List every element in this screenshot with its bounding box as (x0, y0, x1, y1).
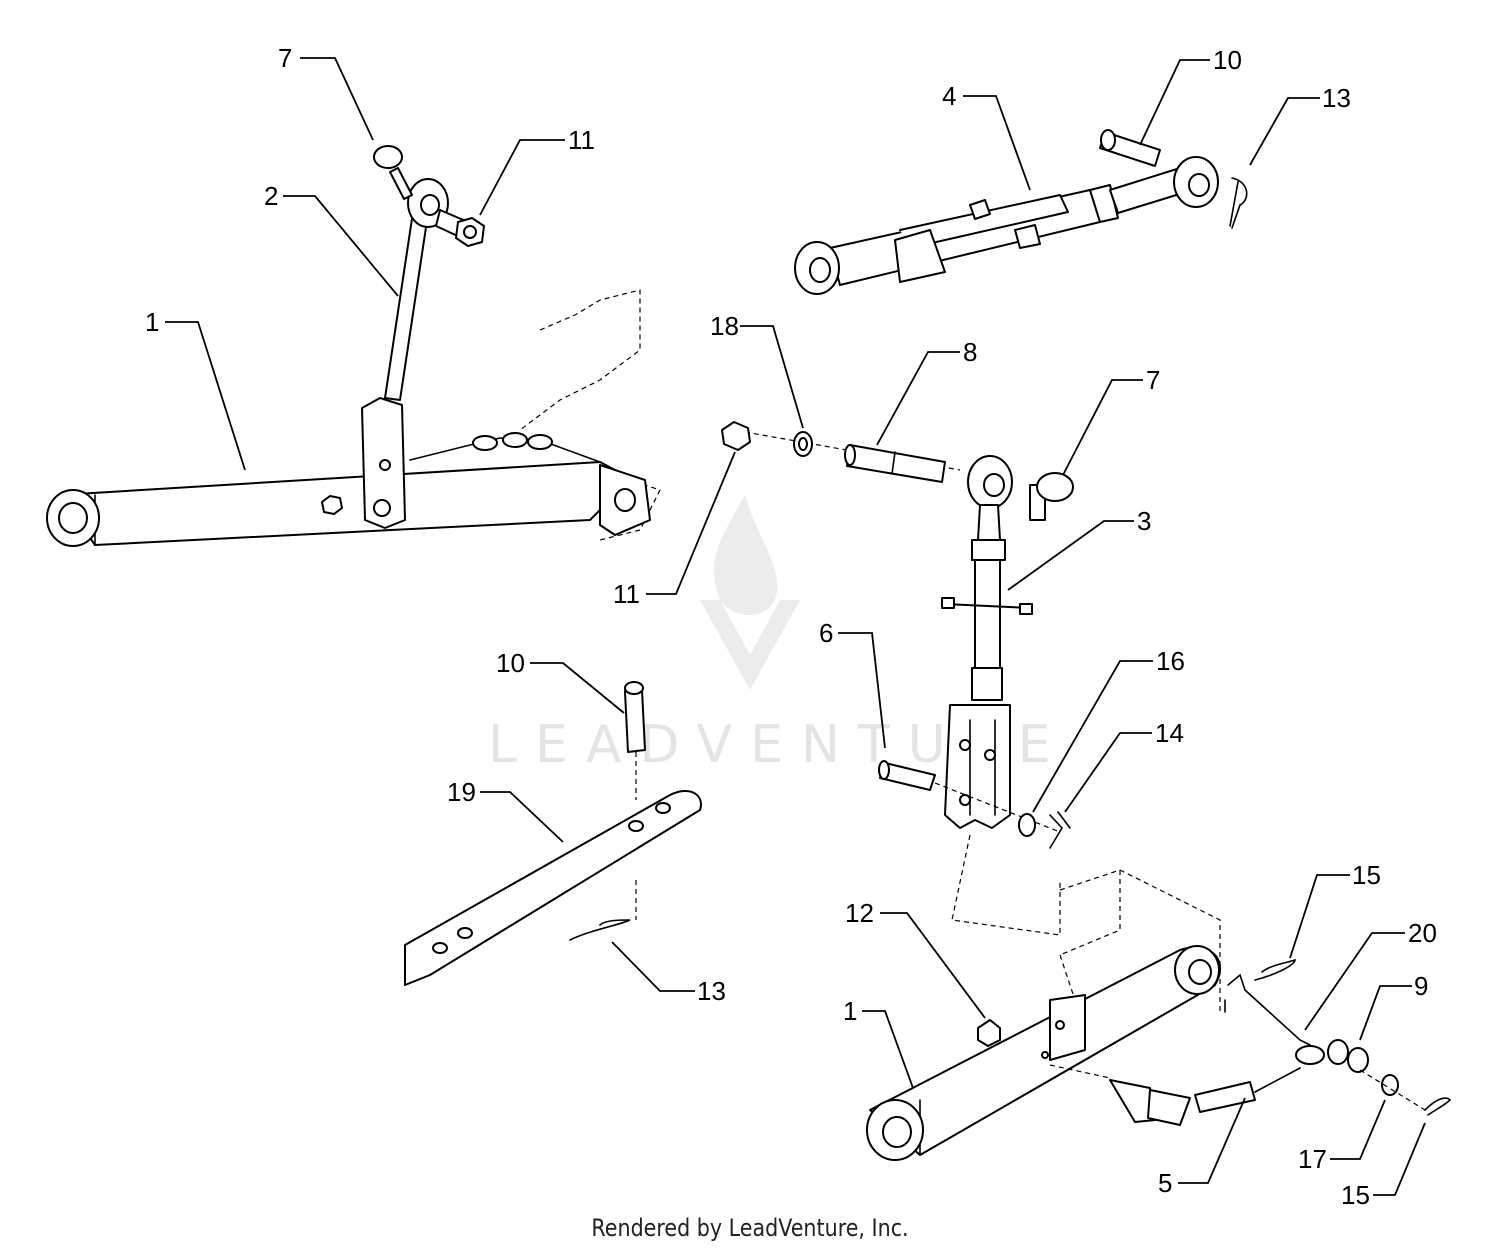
callout-9: 9 (1414, 971, 1428, 1001)
callout-12: 12 (845, 898, 874, 928)
callout-7-center: 7 (1146, 365, 1160, 395)
callout-7-top-left: 7 (278, 43, 292, 73)
callout-11-center: 11 (613, 579, 640, 609)
callout-5: 5 (1158, 1168, 1172, 1198)
callout-14: 14 (1155, 718, 1184, 748)
callout-1-top-left: 1 (145, 307, 159, 337)
exploded-upper-pin-set (721, 421, 1074, 936)
callout-10-drawbar: 10 (496, 648, 525, 678)
rendered-by-footer: Rendered by LeadVenture, Inc. (591, 1214, 909, 1242)
callout-2: 2 (264, 181, 278, 211)
callout-13-top-right: 13 (1322, 83, 1351, 113)
callout-6: 6 (819, 618, 833, 648)
callout-15-upper: 15 (1352, 860, 1381, 890)
callout-20: 20 (1408, 918, 1437, 948)
top-link-assembly (794, 129, 1248, 295)
callout-4: 4 (942, 81, 956, 111)
callout-17: 17 (1298, 1144, 1327, 1174)
drawbar-assembly (404, 681, 702, 986)
leader-lines (165, 57, 1426, 1196)
callout-8: 8 (963, 337, 977, 367)
callout-15-lower: 15 (1341, 1180, 1370, 1210)
callout-10-top-right: 10 (1213, 45, 1242, 75)
callout-1-bottom-right: 1 (843, 996, 857, 1026)
lower-link-assembly-left (46, 145, 661, 547)
callout-19: 19 (447, 777, 476, 807)
callout-18: 18 (710, 311, 739, 341)
lower-link-assembly-right (866, 869, 1452, 1161)
callout-11-top-left: 11 (568, 125, 595, 155)
callout-16: 16 (1156, 646, 1185, 676)
callout-labels: 7 11 2 1 4 10 13 18 8 7 3 11 6 16 14 10 … (145, 43, 1437, 1210)
callout-3: 3 (1137, 506, 1151, 536)
callout-13-drawbar: 13 (697, 976, 726, 1006)
